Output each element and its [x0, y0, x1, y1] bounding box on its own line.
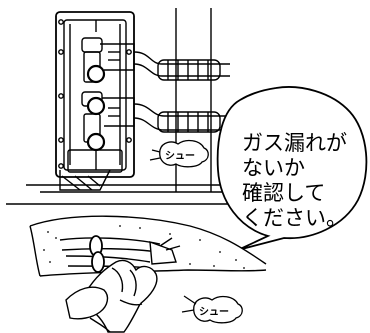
hiss-text-lower: シュー [199, 306, 229, 318]
refrigerant-pipes [133, 51, 230, 131]
pipe-insulation [157, 59, 221, 133]
valve-panel [55, 11, 135, 178]
hiss-label-upper: シュー [149, 139, 209, 168]
upper-valve [81, 37, 135, 84]
bubble-line-1: ガス漏れが [242, 131, 347, 155]
bubble-line-2: ないか [242, 156, 305, 180]
outdoor-unit-drawing [6, 8, 258, 205]
speech-bubble: ガス漏れが ないか 確認して ください。 [216, 86, 368, 251]
bubble-text: ガス漏れが ないか 確認して ください。 [242, 131, 354, 230]
lower-valve [81, 91, 135, 152]
hands [65, 259, 158, 333]
hiss-label-lower: シュー [181, 295, 243, 324]
bubble-line-3: 確認して [242, 181, 325, 205]
bubble-line-4: ください。 [242, 206, 347, 230]
hiss-text-upper: シュー [165, 150, 195, 162]
insulation-tube [29, 215, 267, 265]
pipe-joint-drawing [29, 215, 267, 333]
